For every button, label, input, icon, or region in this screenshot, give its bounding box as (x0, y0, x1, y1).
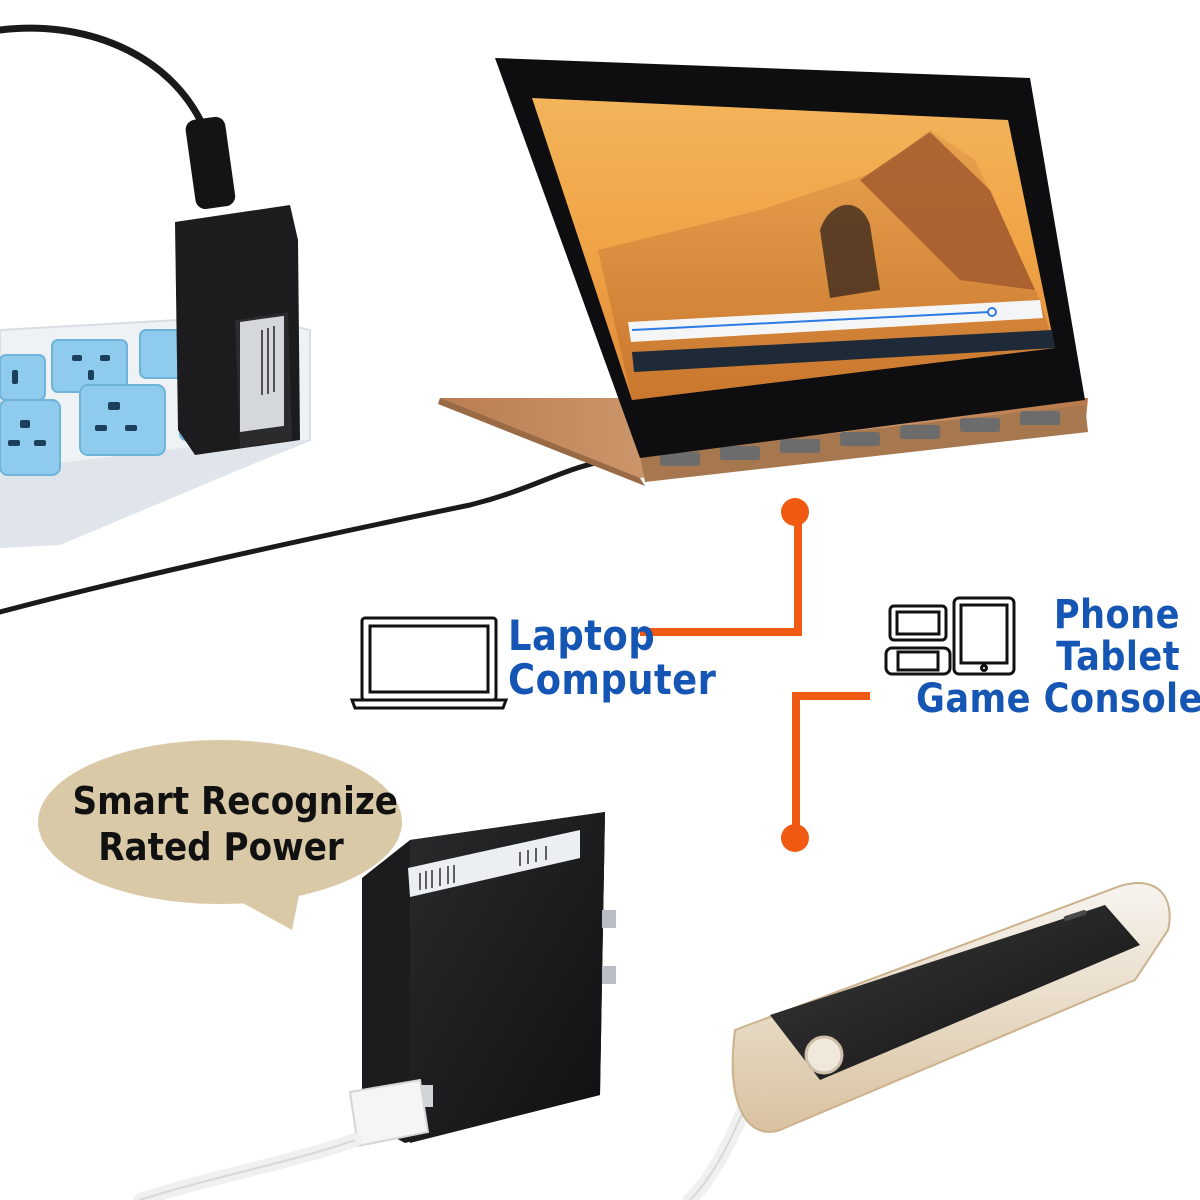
bubble-line2: Rated Power (98, 825, 344, 869)
connector-dot-top (781, 498, 809, 526)
cable-strain-relief (185, 116, 236, 210)
laptop-cable (0, 459, 603, 615)
devices-label-line3: Game Console (916, 676, 1200, 722)
devices-label-line1: Phone (1053, 592, 1180, 638)
tablet-outline-icon (952, 596, 1016, 676)
plug-prong (602, 910, 616, 928)
laptop-display (532, 98, 1055, 400)
bubble-text: Smart Recognize Rated Power (72, 778, 398, 870)
top-cable (0, 24, 218, 164)
connector-dot-bottom (781, 824, 809, 852)
speech-bubble (38, 740, 402, 930)
top-power-adapter (175, 205, 300, 455)
phone-outline-icon (888, 604, 948, 642)
laptop-computer-label: Laptop Computer (508, 611, 717, 705)
laptop-label-line2: Computer (508, 655, 717, 705)
laptop-label-line1: Laptop (508, 611, 656, 660)
watchband-hinge (640, 405, 1088, 482)
game-console-outline-icon (884, 646, 952, 676)
home-button (804, 1035, 844, 1075)
bubble-line1: Smart Recognize (72, 779, 398, 823)
plug-prong (602, 966, 616, 984)
connector-lines (640, 512, 870, 836)
laptop-outline-icon (349, 616, 509, 710)
devices-label: Phone Tablet Game Console (916, 592, 1200, 722)
devices-label-line2: Tablet (1056, 634, 1180, 680)
laptop-device (438, 58, 1088, 486)
smartphone-device (731, 882, 1171, 1133)
